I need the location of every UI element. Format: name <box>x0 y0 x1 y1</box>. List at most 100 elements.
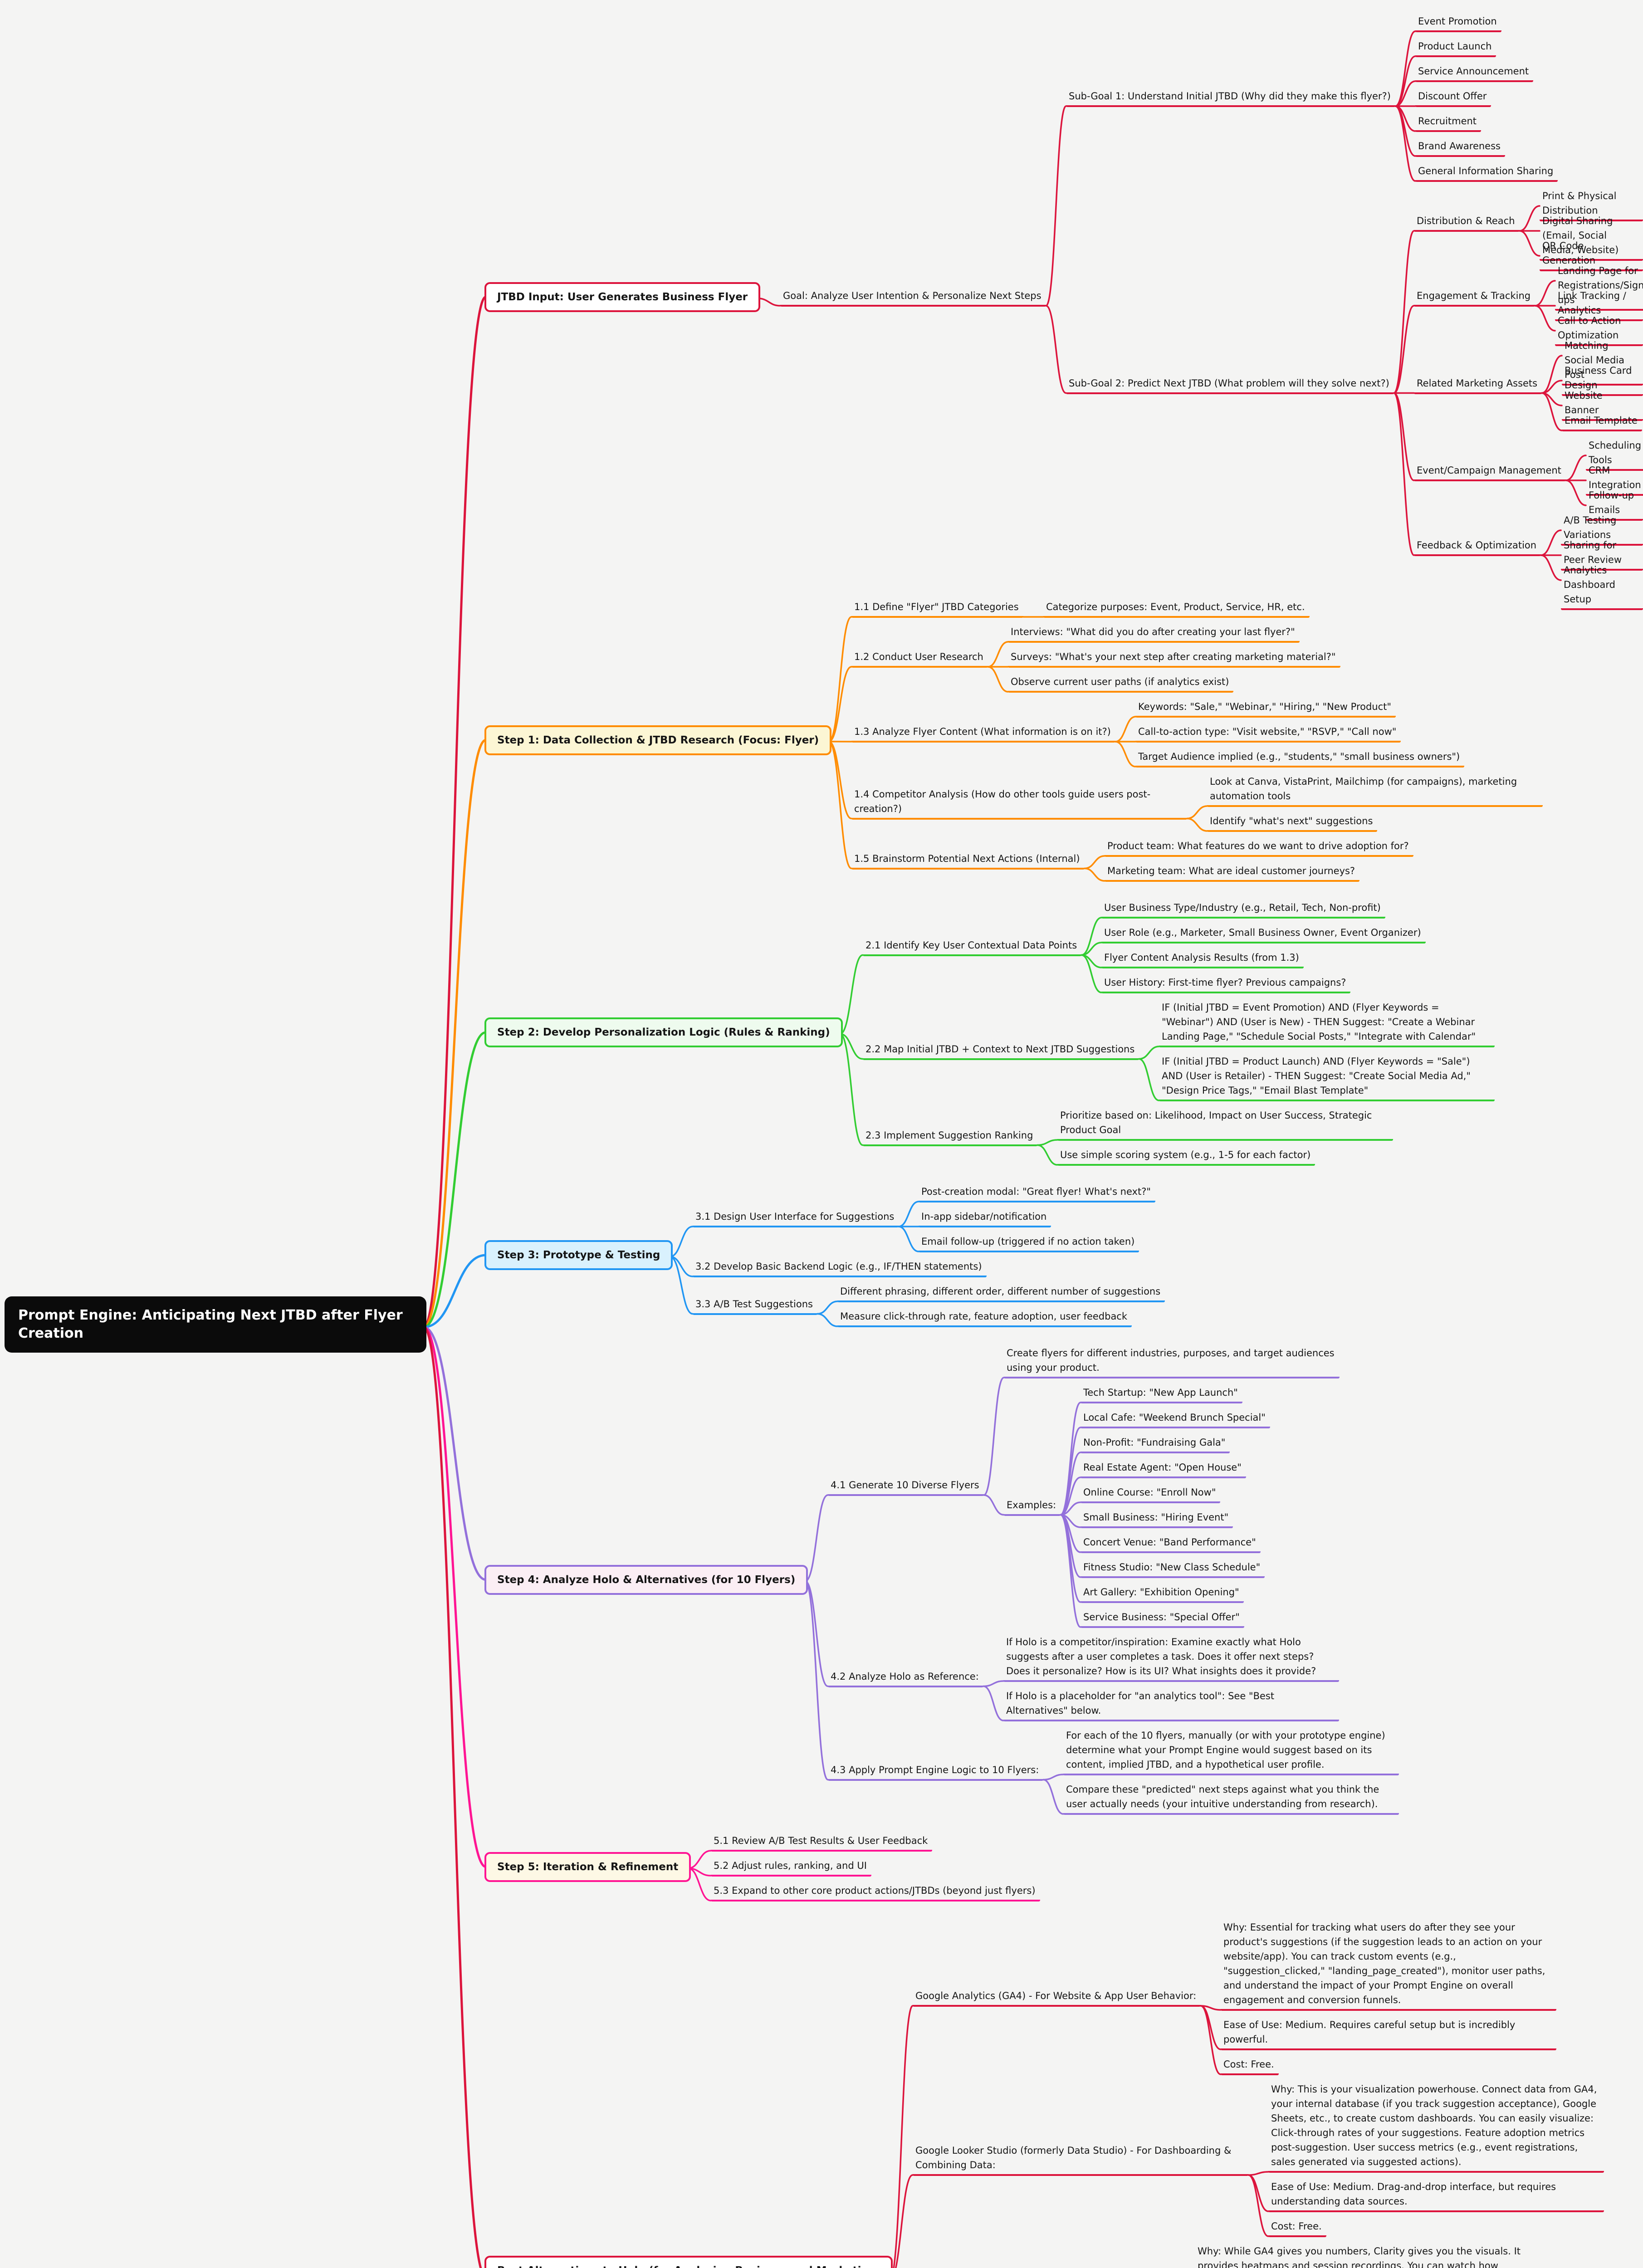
local-cafe-weekend-brunch-special-node[interactable]: Local Cafe: "Weekend Brunch Special" <box>1081 1409 1270 1428</box>
landing-page-for-registrations-sign-node[interactable]: Landing Page for Registrations/Sign-ups <box>1555 262 1643 311</box>
observe-current-user-paths-if-node[interactable]: Observe current user paths (if analytics… <box>1008 673 1234 693</box>
interviews-what-did-you-do-node[interactable]: Interviews: "What did you do after creat… <box>1008 623 1300 643</box>
matching-social-media-post-node[interactable]: Matching Social Media Post <box>1562 337 1643 386</box>
target-audience-implied-e-g-node[interactable]: Target Audience implied (e.g., "students… <box>1135 748 1465 767</box>
measure-click-through-rate-feature-node[interactable]: Measure click-through rate, feature adop… <box>837 1308 1132 1327</box>
step-3-prototype-and-testing-node[interactable]: Step 3: Prototype & Testing <box>484 1240 673 1270</box>
email-follow-up-triggered-if-node[interactable]: Email follow-up (triggered if no action … <box>919 1233 1139 1252</box>
sub-goal-1-understand-initial-node[interactable]: Sub-Goal 1: Understand Initial JTBD (Why… <box>1066 88 1395 107</box>
if-initial-jtbd-event-promotion-node[interactable]: IF (Initial JTBD = Event Promotion) AND … <box>1159 999 1495 1047</box>
4-1-generate-10-diverse-node[interactable]: 4.1 Generate 10 Diverse Flyers <box>828 1476 984 1496</box>
call-to-action-optimization-node[interactable]: Call to Action Optimization <box>1555 312 1643 346</box>
print-and-physical-distribution-node[interactable]: Print & Physical Distribution <box>1540 187 1643 221</box>
sub-goal-2-predict-next-node[interactable]: Sub-Goal 2: Predict Next JTBD (What prob… <box>1066 375 1394 394</box>
if-holo-is-a-placeholder-node[interactable]: If Holo is a placeholder for "an analyti… <box>1003 1687 1339 1721</box>
flyer-content-analysis-results-from-node[interactable]: Flyer Content Analysis Results (from 1.3… <box>1101 949 1304 968</box>
small-business-hiring-event-node[interactable]: Small Business: "Hiring Event" <box>1081 1509 1233 1528</box>
follow-up-emails-node[interactable]: Follow-up Emails <box>1586 487 1643 521</box>
product-launch-node[interactable]: Product Launch <box>1415 38 1496 57</box>
digital-sharing-email-social-media-node[interactable]: Digital Sharing (Email, Social Media, We… <box>1540 212 1643 261</box>
1-1-define-flyer-jtbd-node[interactable]: 1.1 Define "Flyer" JTBD Categories <box>851 598 1023 618</box>
qr-code-generation-node[interactable]: QR Code Generation <box>1540 237 1643 271</box>
why-while-ga4-gives-you-node[interactable]: Why: While GA4 gives you numbers, Clarit… <box>1195 2243 1531 2268</box>
product-team-what-features-do-node[interactable]: Product team: What features do we want t… <box>1105 837 1413 857</box>
online-course-enroll-now-node[interactable]: Online Course: "Enroll Now" <box>1081 1484 1221 1503</box>
compare-these-predicted-next-steps-node[interactable]: Compare these "predicted" next steps aga… <box>1063 1781 1399 1815</box>
1-2-conduct-user-research-node[interactable]: 1.2 Conduct User Research <box>851 648 988 668</box>
1-5-brainstorm-potential-next-node[interactable]: 1.5 Brainstorm Potential Next Actions (I… <box>851 850 1085 870</box>
step-5-iteration-and-refinement-node[interactable]: Step 5: Iteration & Refinement <box>484 1852 691 1882</box>
step-4-analyze-holo-and-node[interactable]: Step 4: Analyze Holo & Alternatives (for… <box>484 1565 808 1595</box>
categorize-purposes-event-product-service-node[interactable]: Categorize purposes: Event, Product, Ser… <box>1043 598 1310 618</box>
recruitment-node[interactable]: Recruitment <box>1415 112 1482 132</box>
call-to-action-type-visit-node[interactable]: Call-to-action type: "Visit website," "R… <box>1135 723 1401 743</box>
a-b-testing-variations-node[interactable]: A/B Testing Variations <box>1561 512 1643 546</box>
ease-of-use-medium-drag-node[interactable]: Ease of Use: Medium. Drag-and-drop inter… <box>1268 2178 1604 2212</box>
if-initial-jtbd-product-launch-node[interactable]: IF (Initial JTBD = Product Launch) AND (… <box>1159 1053 1495 1101</box>
prioritize-based-on-likelihood-impact-node[interactable]: Prioritize based on: Likelihood, Impact … <box>1057 1107 1393 1141</box>
general-information-sharing-node[interactable]: General Information Sharing <box>1415 162 1558 182</box>
brand-awareness-node[interactable]: Brand Awareness <box>1415 137 1505 157</box>
in-app-sidebar-notification-node[interactable]: In-app sidebar/notification <box>919 1208 1051 1227</box>
analytics-dashboard-setup-node[interactable]: Analytics Dashboard Setup <box>1561 562 1643 610</box>
user-role-e-g-marketer-node[interactable]: User Role (e.g., Marketer, Small Busines… <box>1101 924 1426 943</box>
distribution-and-reach-node[interactable]: Distribution & Reach <box>1414 212 1520 232</box>
identify-what-s-next-suggestions-node[interactable]: Identify "what's next" suggestions <box>1207 812 1378 832</box>
why-this-is-your-visualization-node[interactable]: Why: This is your visualization powerhou… <box>1268 2081 1604 2173</box>
goal-analyze-user-intention-and-node[interactable]: Goal: Analyze User Intention & Personali… <box>780 287 1046 307</box>
surveys-what-s-your-next-node[interactable]: Surveys: "What's your next step after cr… <box>1008 648 1340 668</box>
service-business-special-offer-node[interactable]: Service Business: "Special Offer" <box>1081 1608 1244 1628</box>
google-looker-studio-formerly-data-node[interactable]: Google Looker Studio (formerly Data Stud… <box>913 2142 1248 2176</box>
cost-free-node[interactable]: Cost: Free. <box>1221 2056 1279 2075</box>
5-2-adjust-rules-ranking-node[interactable]: 5.2 Adjust rules, ranking, and UI <box>711 1857 871 1877</box>
art-gallery-exhibition-opening-node[interactable]: Art Gallery: "Exhibition Opening" <box>1081 1584 1244 1603</box>
tech-startup-new-app-launch-node[interactable]: Tech Startup: "New App Launch" <box>1081 1384 1242 1403</box>
user-history-first-time-flyer-node[interactable]: User History: First-time flyer? Previous… <box>1101 974 1351 993</box>
if-holo-is-a-competitor-node[interactable]: If Holo is a competitor/inspiration: Exa… <box>1003 1633 1339 1682</box>
step-1-data-collection-and-node[interactable]: Step 1: Data Collection & JTBD Research … <box>484 725 832 755</box>
best-alternatives-to-holo-for-node[interactable]: Best Alternatives to Holo (for Analyzing… <box>484 2256 893 2268</box>
event-promotion-node[interactable]: Event Promotion <box>1415 13 1501 32</box>
engagement-and-tracking-node[interactable]: Engagement & Tracking <box>1414 287 1535 307</box>
crm-integration-node[interactable]: CRM Integration <box>1586 462 1643 496</box>
2-3-implement-suggestion-ranking-node[interactable]: 2.3 Implement Suggestion Ranking <box>863 1127 1038 1146</box>
marketing-team-what-are-ideal-node[interactable]: Marketing team: What are ideal customer … <box>1105 862 1360 882</box>
3-1-design-user-interface-node[interactable]: 3.1 Design User Interface for Suggestion… <box>693 1208 899 1227</box>
2-1-identify-key-user-node[interactable]: 2.1 Identify Key User Contextual Data Po… <box>863 937 1082 956</box>
step-2-develop-personalization-logic-node[interactable]: Step 2: Develop Personalization Logic (R… <box>484 1017 843 1047</box>
related-marketing-assets-node[interactable]: Related Marketing Assets <box>1414 375 1542 394</box>
scheduling-tools-node[interactable]: Scheduling Tools <box>1586 437 1643 471</box>
ease-of-use-medium-requires-node[interactable]: Ease of Use: Medium. Requires careful se… <box>1221 2016 1556 2050</box>
website-banner-node[interactable]: Website Banner <box>1562 387 1643 421</box>
create-flyers-for-different-industries-node[interactable]: Create flyers for different industries, … <box>1004 1344 1340 1378</box>
4-2-analyze-holo-as-node[interactable]: 4.2 Analyze Holo as Reference: <box>828 1668 983 1687</box>
cost-free-node[interactable]: Cost: Free. <box>1268 2218 1326 2237</box>
link-tracking-analytics-node[interactable]: Link Tracking / Analytics <box>1555 287 1643 321</box>
for-each-of-the-10-node[interactable]: For each of the 10 flyers, manually (or … <box>1063 1727 1399 1775</box>
3-3-a-b-test-node[interactable]: 3.3 A/B Test Suggestions <box>693 1295 817 1315</box>
5-3-expand-to-other-node[interactable]: 5.3 Expand to other core product actions… <box>711 1882 1040 1901</box>
1-3-analyze-flyer-content-node[interactable]: 1.3 Analyze Flyer Content (What informat… <box>851 723 1115 743</box>
look-at-canva-vistaprint-mailchimp-node[interactable]: Look at Canva, VistaPrint, Mailchimp (fo… <box>1207 773 1543 807</box>
google-analytics-ga4-for-website-node[interactable]: Google Analytics (GA4) - For Website & A… <box>913 1987 1201 2007</box>
email-template-node[interactable]: Email Template <box>1562 412 1642 431</box>
event-campaign-management-node[interactable]: Event/Campaign Management <box>1414 462 1566 481</box>
jtbd-input-user-generates-business-node[interactable]: JTBD Input: User Generates Business Flye… <box>484 282 761 312</box>
5-1-review-a-b-node[interactable]: 5.1 Review A/B Test Results & User Feedb… <box>711 1832 933 1852</box>
different-phrasing-different-order-different-node[interactable]: Different phrasing, different order, dif… <box>837 1283 1165 1302</box>
examples-node[interactable]: Examples: <box>1004 1496 1061 1516</box>
concert-venue-band-performance-node[interactable]: Concert Venue: "Band Performance" <box>1081 1534 1261 1553</box>
root-prompt-engine-anticipating-next-jtbd-node[interactable]: Prompt Engine: Anticipating Next JTBD af… <box>5 1296 426 1353</box>
use-simple-scoring-system-e-node[interactable]: Use simple scoring system (e.g., 1-5 for… <box>1057 1146 1315 1166</box>
discount-offer-node[interactable]: Discount Offer <box>1415 88 1491 107</box>
post-creation-modal-great-flyer-node[interactable]: Post-creation modal: "Great flyer! What'… <box>919 1183 1156 1202</box>
business-card-design-node[interactable]: Business Card Design <box>1562 362 1643 396</box>
4-3-apply-prompt-engine-node[interactable]: 4.3 Apply Prompt Engine Logic to 10 Flye… <box>828 1761 1044 1781</box>
service-announcement-node[interactable]: Service Announcement <box>1415 63 1534 82</box>
3-2-develop-basic-backend-node[interactable]: 3.2 Develop Basic Backend Logic (e.g., I… <box>693 1258 987 1277</box>
keywords-sale-webinar-hiring-new-node[interactable]: Keywords: "Sale," "Webinar," "Hiring," "… <box>1135 698 1396 718</box>
real-estate-agent-open-house-node[interactable]: Real Estate Agent: "Open House" <box>1081 1459 1246 1478</box>
fitness-studio-new-class-schedule-node[interactable]: Fitness Studio: "New Class Schedule" <box>1081 1559 1265 1578</box>
feedback-and-optimization-node[interactable]: Feedback & Optimization <box>1414 537 1541 556</box>
non-profit-fundraising-gala-node[interactable]: Non-Profit: "Fundraising Gala" <box>1081 1434 1230 1453</box>
